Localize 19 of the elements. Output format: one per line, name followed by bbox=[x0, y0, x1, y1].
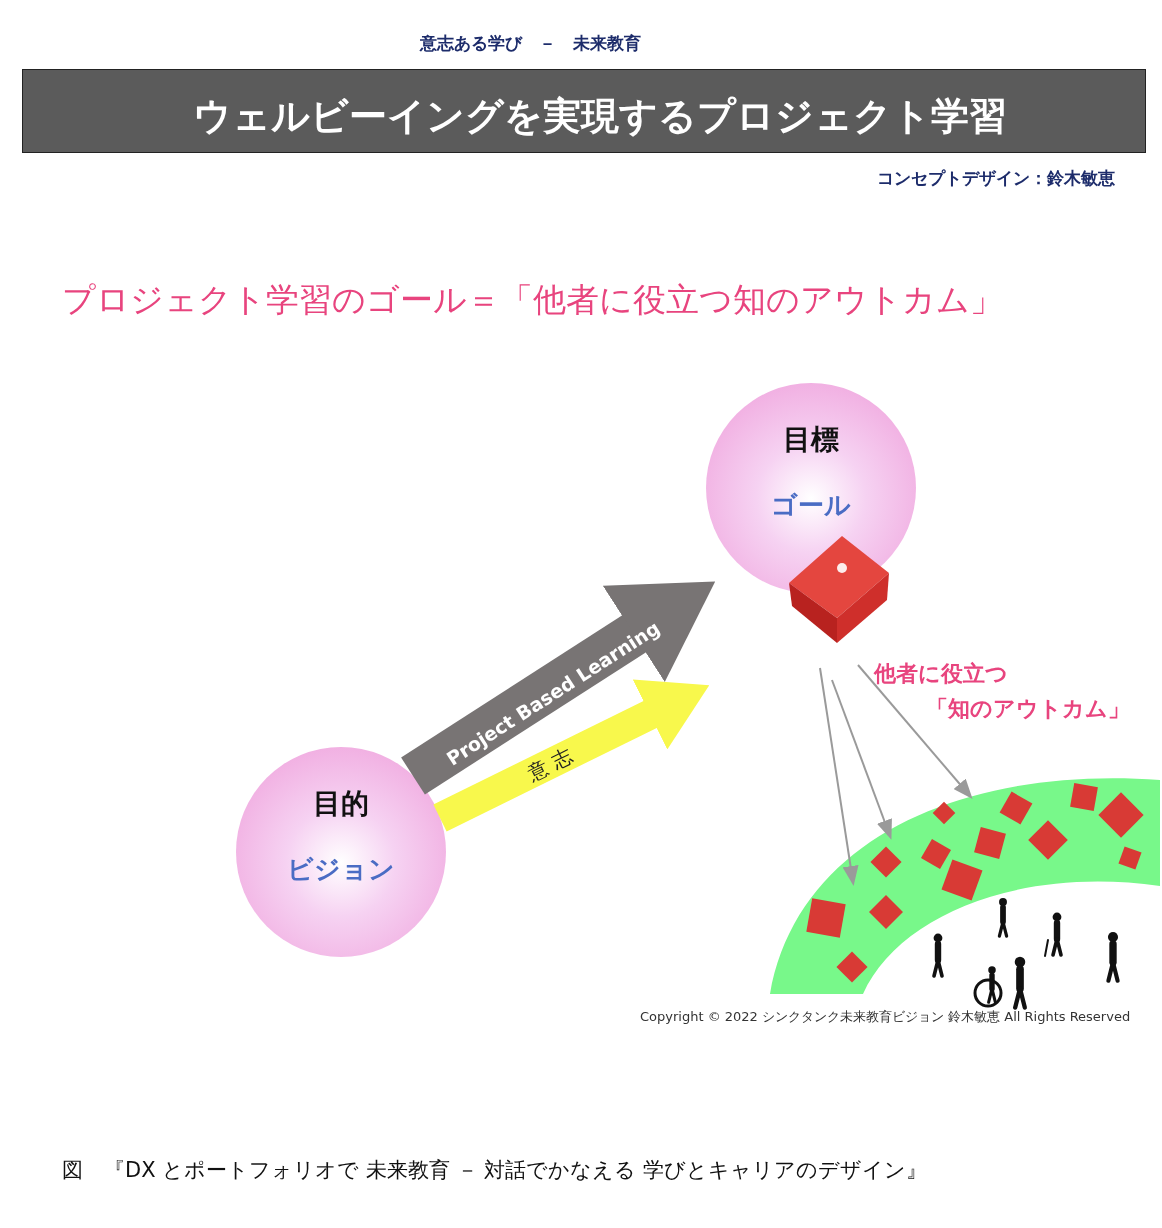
sphere-heading: 目的 bbox=[312, 785, 370, 822]
cube-drawing bbox=[789, 536, 889, 643]
edge-label: 意 志 bbox=[524, 742, 577, 785]
arrow bbox=[857, 664, 973, 800]
title: ウェルビーイングを実現するプロジェクト学習 bbox=[192, 93, 1008, 140]
outcome-label: 「知のアウトカム」 bbox=[926, 695, 1130, 723]
block-arrow bbox=[433, 679, 710, 832]
arrow bbox=[819, 667, 859, 886]
sphere-heading: 目標 bbox=[782, 421, 840, 458]
sphere-subtitle: ゴール bbox=[770, 489, 852, 522]
sphere-subtitle: ビジョン bbox=[286, 853, 396, 886]
outcome-label: 他者に役立つ bbox=[874, 660, 1008, 688]
copyright-note: Copyright © 2022 シンクタンク未来教育ビジョン 鈴木敏恵 All Rights Reserved bbox=[640, 1008, 1131, 1026]
author-credit: コンセプトデザイン：鈴木敏恵 bbox=[876, 167, 1115, 190]
subtitle: 意志ある学び － 未来教育 bbox=[418, 32, 642, 55]
arrow bbox=[831, 679, 892, 840]
heading: プロジェクト学習のゴール＝「他者に役立つ知のアウトカム」 bbox=[62, 279, 1003, 321]
block-arrow bbox=[401, 581, 716, 795]
caption: 図 『DX とポートフォリオで 未来教育 － 対話でかなえる 学びとキャリアのデザイン』 bbox=[62, 1157, 927, 1184]
